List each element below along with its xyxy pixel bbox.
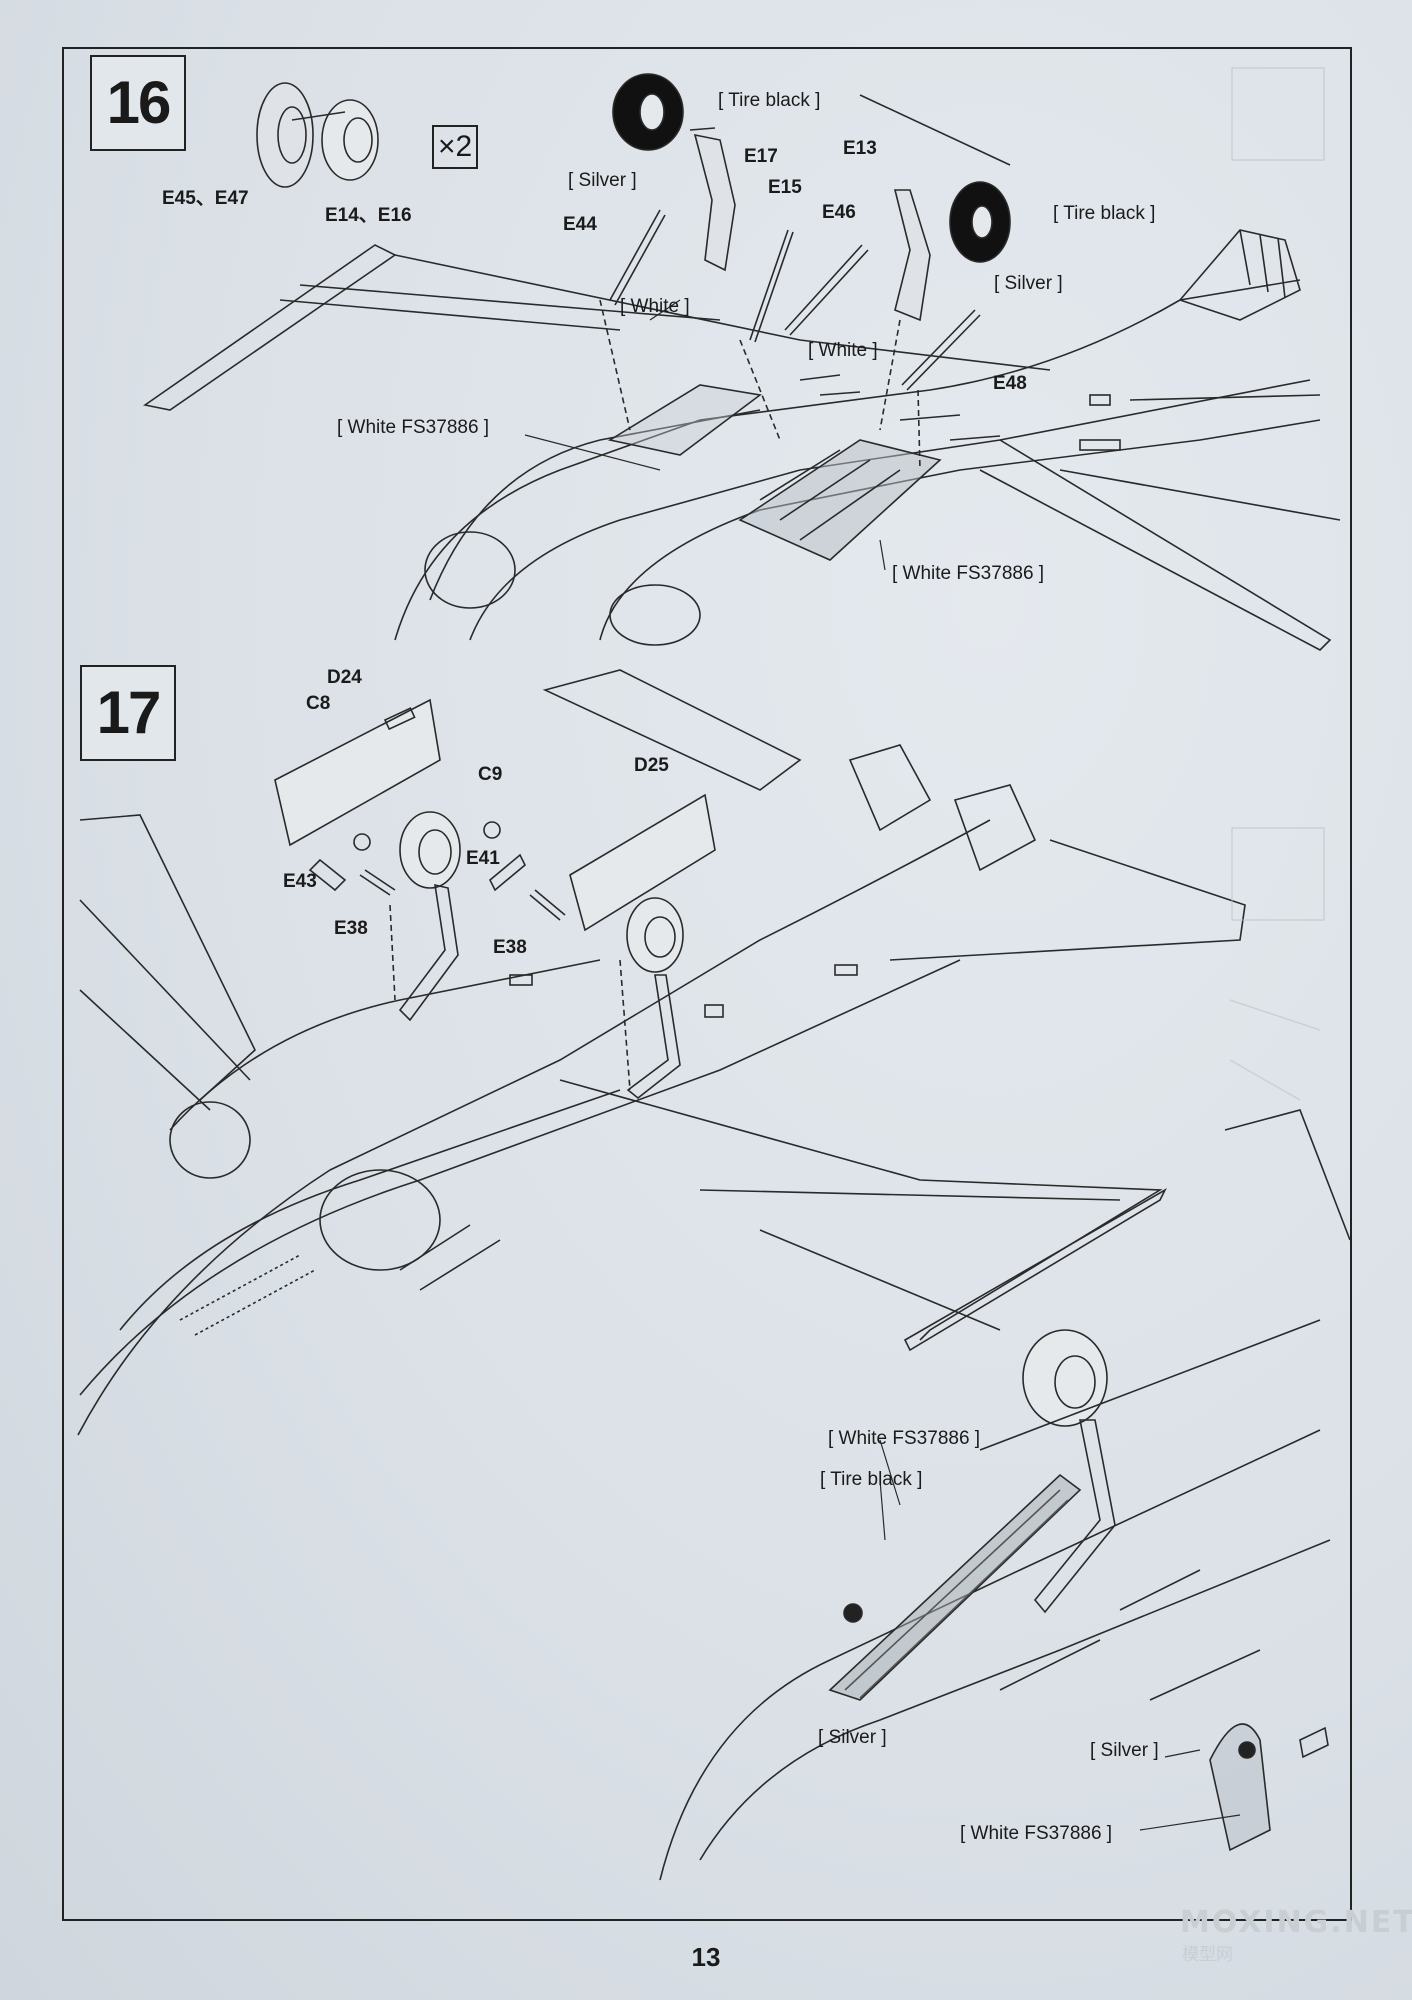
part-label-c9: C9 bbox=[478, 764, 503, 785]
step-number-17: 17 bbox=[80, 665, 176, 761]
multiplier-prefix: × bbox=[438, 130, 456, 163]
part-label-e14-e16: E14、E16 bbox=[325, 205, 412, 226]
color-label-white: [ White ] bbox=[620, 296, 690, 317]
part-label-d24: D24 bbox=[327, 667, 362, 688]
part-label-e17: E17 bbox=[744, 146, 778, 167]
page-frame bbox=[62, 47, 1352, 1921]
part-label-e46: E46 bbox=[822, 202, 856, 223]
color-label-silver: [ Silver ] bbox=[818, 1727, 887, 1748]
part-label-e43: E43 bbox=[283, 871, 317, 892]
color-label-tire-black: [ Tire black ] bbox=[820, 1469, 923, 1490]
part-label-e38: E38 bbox=[334, 918, 368, 939]
part-label-e48: E48 bbox=[993, 373, 1027, 394]
part-label-e15: E15 bbox=[768, 177, 802, 198]
page-number: 13 bbox=[691, 1942, 721, 1972]
multiplier-value: 2 bbox=[455, 130, 473, 163]
step16-fuselage-drawing bbox=[143, 229, 1341, 651]
color-label-white-fs37886: [ White FS37886 ] bbox=[337, 417, 490, 438]
step-number-16: 16 bbox=[90, 55, 186, 151]
color-label-white-fs37886: [ White FS37886 ] bbox=[960, 1823, 1113, 1844]
color-label-silver: [ Silver ] bbox=[994, 273, 1063, 294]
color-label-white-fs37886: [ White FS37886 ] bbox=[892, 563, 1045, 584]
part-label-e45-e47: E45、E47 bbox=[162, 188, 249, 209]
step16-wheels bbox=[256, 73, 1011, 471]
part-label-d25: D25 bbox=[634, 755, 669, 776]
watermark-logo: MOXING.NET bbox=[1180, 1905, 1412, 1940]
color-label-tire-black: [ Tire black ] bbox=[1053, 203, 1156, 224]
part-label-e13: E13 bbox=[843, 138, 877, 159]
part-label-e44: E44 bbox=[563, 214, 597, 235]
step17-fuselage-drawing bbox=[77, 669, 1351, 1436]
part-label-c8: C8 bbox=[306, 693, 331, 714]
color-label-silver: [ Silver ] bbox=[1090, 1740, 1159, 1761]
color-label-silver: [ Silver ] bbox=[568, 170, 637, 191]
color-label-white-fs37886: [ White FS37886 ] bbox=[828, 1428, 981, 1449]
watermark-subtitle: 模型网 bbox=[1182, 1945, 1233, 1964]
step17-detail-inset bbox=[659, 1319, 1331, 1881]
part-label-e41: E41 bbox=[466, 848, 500, 869]
color-label-tire-black: [ Tire black ] bbox=[718, 90, 821, 111]
bleed-through bbox=[1229, 67, 1325, 1101]
part-label-e38: E38 bbox=[493, 937, 527, 958]
step17-gear bbox=[274, 698, 716, 1100]
color-label-white: [ White ] bbox=[808, 340, 878, 361]
multiplier-badge: ×2 bbox=[432, 125, 479, 169]
